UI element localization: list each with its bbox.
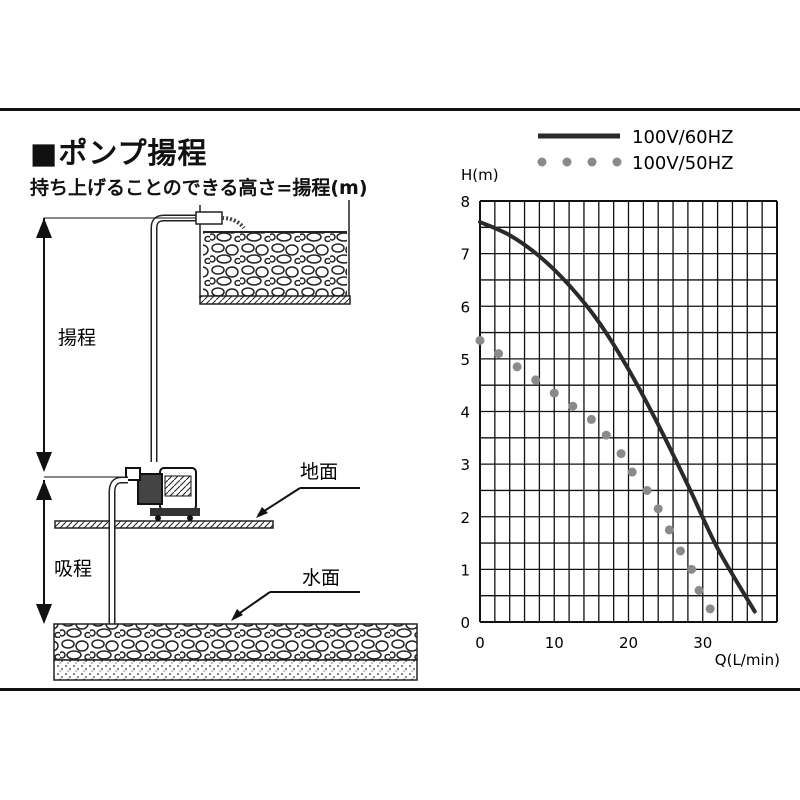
legend-label: 100V/50HZ [632, 153, 734, 174]
series-point-50hz [705, 604, 715, 614]
legend-swatch-50hz [587, 157, 597, 167]
y-tick-label: 0 [460, 614, 470, 632]
series-point-50hz [531, 375, 541, 385]
x-tick-label: 10 [545, 634, 564, 652]
ground-label: 地面 [300, 461, 338, 483]
series-point-50hz [675, 546, 685, 556]
chart-grid [479, 200, 778, 623]
suction-arrow [36, 476, 130, 624]
y-tick-label: 2 [460, 509, 470, 527]
water-surface-label: 水面 [302, 567, 340, 589]
suction-label: 吸程 [54, 558, 92, 580]
series-point-50hz [494, 349, 504, 359]
head-arrow [36, 217, 196, 472]
series-point-50hz [549, 388, 559, 398]
series-point-50hz [586, 414, 596, 424]
series-point-50hz [568, 401, 578, 411]
series-point-50hz [627, 467, 637, 477]
series-point-50hz [475, 335, 485, 345]
series-point-50hz [694, 585, 704, 595]
pump-head-diagram: 揚程 吸程 地面 水面 [36, 200, 418, 681]
x-tick-label: 30 [693, 634, 712, 652]
series-point-50hz [664, 525, 674, 535]
legend-swatch-50hz [537, 157, 547, 167]
y-axis-label: H(m) [461, 166, 499, 184]
y-tick-label: 1 [460, 561, 470, 579]
bottom-rule [0, 688, 800, 691]
y-tick-label: 8 [460, 193, 470, 211]
page-title: ■ポンプ揚程 [30, 136, 208, 170]
chart-ticks: 0 1 2 3 4 5 6 7 8 0 10 20 30 [460, 193, 712, 652]
x-tick-label: 20 [619, 634, 638, 652]
pump-unit [125, 467, 200, 521]
ground-surface [54, 487, 360, 529]
legend-label: 100V/60HZ [632, 127, 734, 148]
x-tick-label: 0 [475, 634, 485, 652]
y-tick-label: 4 [460, 404, 470, 422]
legend-swatch-50hz [562, 157, 572, 167]
head-label: 揚程 [58, 327, 96, 349]
series-point-50hz [642, 485, 652, 495]
x-axis-label: Q(L/min) [715, 651, 780, 669]
legend-swatch-50hz [612, 157, 622, 167]
y-tick-label: 3 [460, 456, 470, 474]
series-line-60hz [478, 220, 757, 614]
chart-series [475, 220, 757, 614]
series-point-50hz [687, 564, 697, 574]
series-point-50hz [512, 362, 522, 372]
y-tick-label: 7 [460, 246, 470, 264]
chart-legend: 100V/60HZ 100V/50HZ [537, 127, 734, 174]
series-point-50hz [616, 449, 626, 459]
upper-tank [199, 200, 351, 305]
top-rule [0, 108, 800, 111]
y-tick-label: 6 [460, 298, 470, 316]
series-point-50hz [653, 504, 663, 514]
y-tick-label: 5 [460, 351, 470, 369]
page-subtitle: 持ち上げることのできる高さ=揚程(m) [30, 177, 368, 199]
water-bed [53, 591, 418, 681]
series-point-50hz [601, 430, 611, 440]
